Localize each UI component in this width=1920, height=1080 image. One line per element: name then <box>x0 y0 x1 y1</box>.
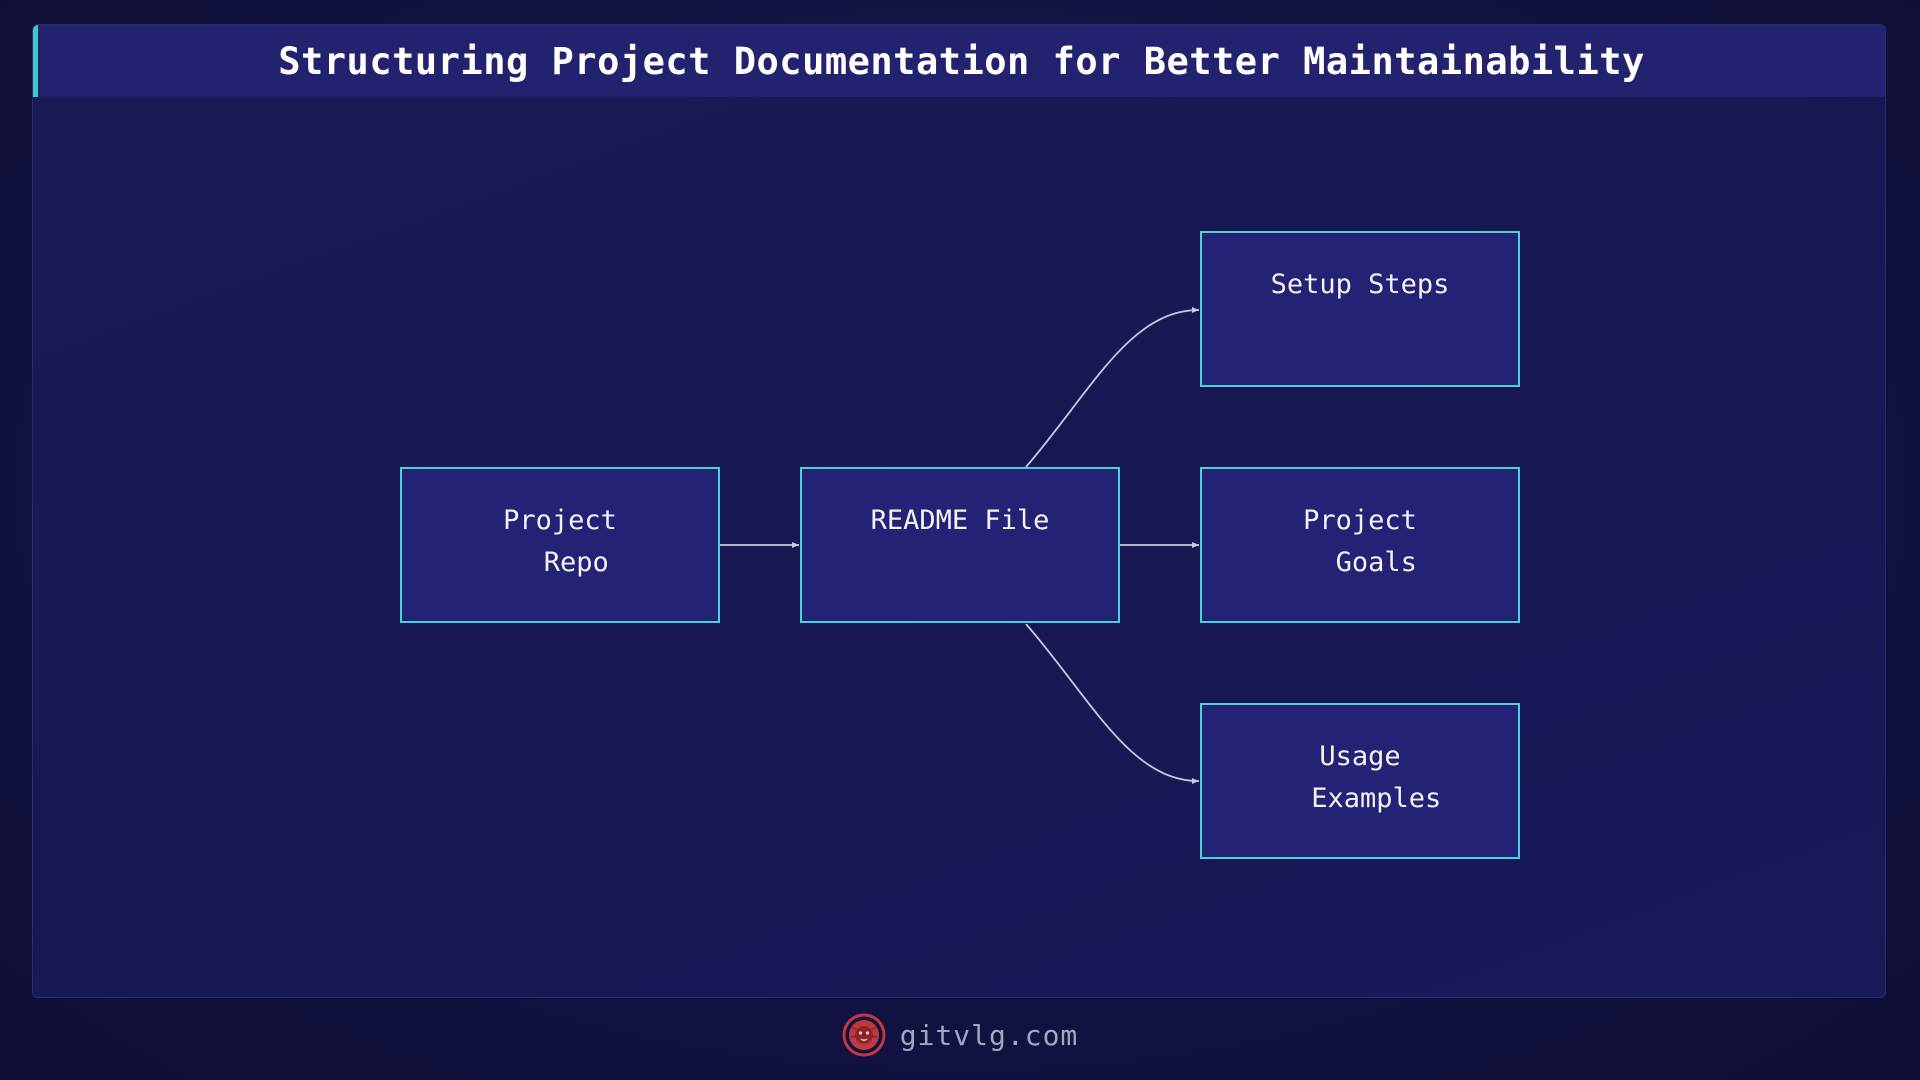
node-label-line: README File <box>870 505 1050 536</box>
lion-logo-icon <box>842 1013 886 1057</box>
node-label-line: Repo <box>511 547 609 578</box>
node-label-line: Usage <box>1319 741 1401 772</box>
node-project-repo: Project Repo <box>400 467 720 623</box>
footer-site-text: gitvlg.com <box>899 1018 1079 1052</box>
node-project-goals: Project Goals <box>1200 467 1520 623</box>
node-label-line: Project <box>503 505 617 536</box>
main-panel: Structuring Project Documentation for Be… <box>32 24 1886 998</box>
page-title: Structuring Project Documentation for Be… <box>278 39 1645 83</box>
node-usage-examples: Usage Examples <box>1200 703 1520 859</box>
node-readme-file: README File <box>800 467 1120 623</box>
node-label-line: Goals <box>1303 547 1417 578</box>
node-label-line: Project <box>1303 505 1417 536</box>
node-setup-steps: Setup Steps <box>1200 231 1520 387</box>
node-label-line: Examples <box>1278 783 1442 814</box>
footer: gitvlg.com <box>0 1010 1920 1060</box>
node-label-line: Setup Steps <box>1270 269 1450 300</box>
title-bar: Structuring Project Documentation for Be… <box>33 25 1885 97</box>
